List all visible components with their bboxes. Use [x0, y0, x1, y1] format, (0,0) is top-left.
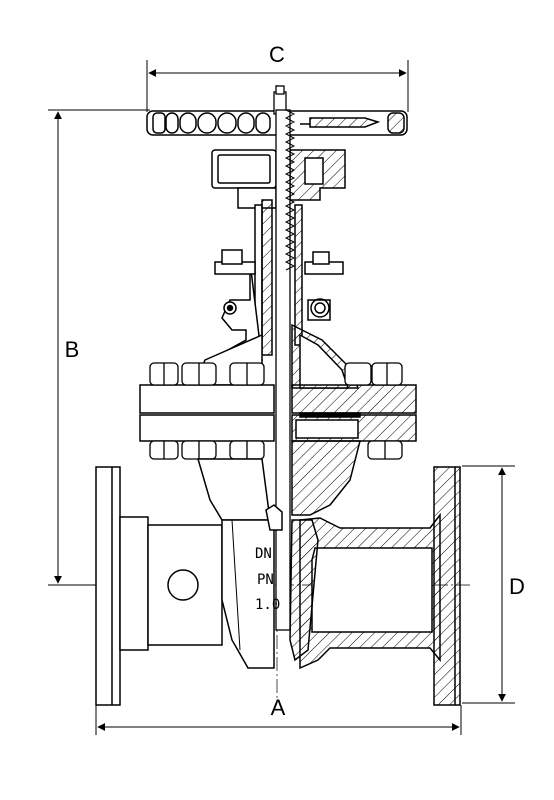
- valve-stem: [273, 85, 296, 631]
- dimension-a: [95, 705, 462, 735]
- body-marking-pn: PN: [257, 572, 274, 588]
- dimension-d: [462, 465, 515, 704]
- body-marking-rating: 1.0: [255, 597, 280, 613]
- dimension-c: [146, 60, 409, 112]
- flange-bolts: [149, 362, 403, 460]
- valve-body: [95, 440, 461, 706]
- dimension-label-c: C: [269, 42, 285, 67]
- body-marking-dn: DN: [255, 546, 272, 562]
- dimension-label-d: D: [509, 574, 525, 599]
- yoke-nut-housing: [211, 149, 346, 209]
- body-flange-joint: [139, 384, 417, 442]
- dimension-label-b: B: [65, 337, 80, 362]
- dimension-label-a: A: [271, 695, 286, 720]
